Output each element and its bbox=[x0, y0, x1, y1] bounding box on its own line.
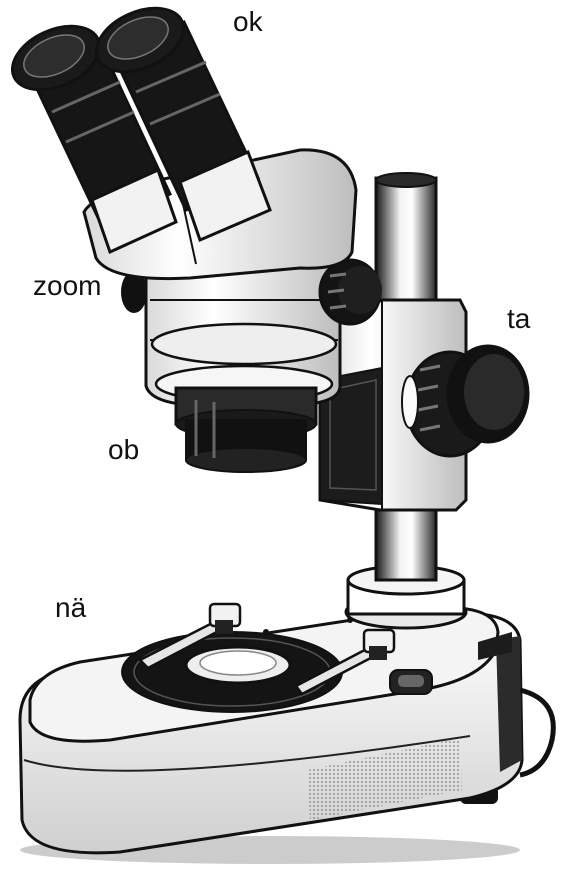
label-ta: ta bbox=[507, 305, 530, 333]
zoom-knob-right-icon bbox=[320, 260, 382, 324]
objective-lens bbox=[176, 388, 316, 472]
label-zoom: zoom bbox=[33, 272, 101, 300]
label-ob: ob bbox=[108, 436, 139, 464]
label-na: nä bbox=[55, 594, 86, 622]
label-ok: ok bbox=[233, 8, 263, 36]
stage-plate bbox=[122, 632, 342, 712]
